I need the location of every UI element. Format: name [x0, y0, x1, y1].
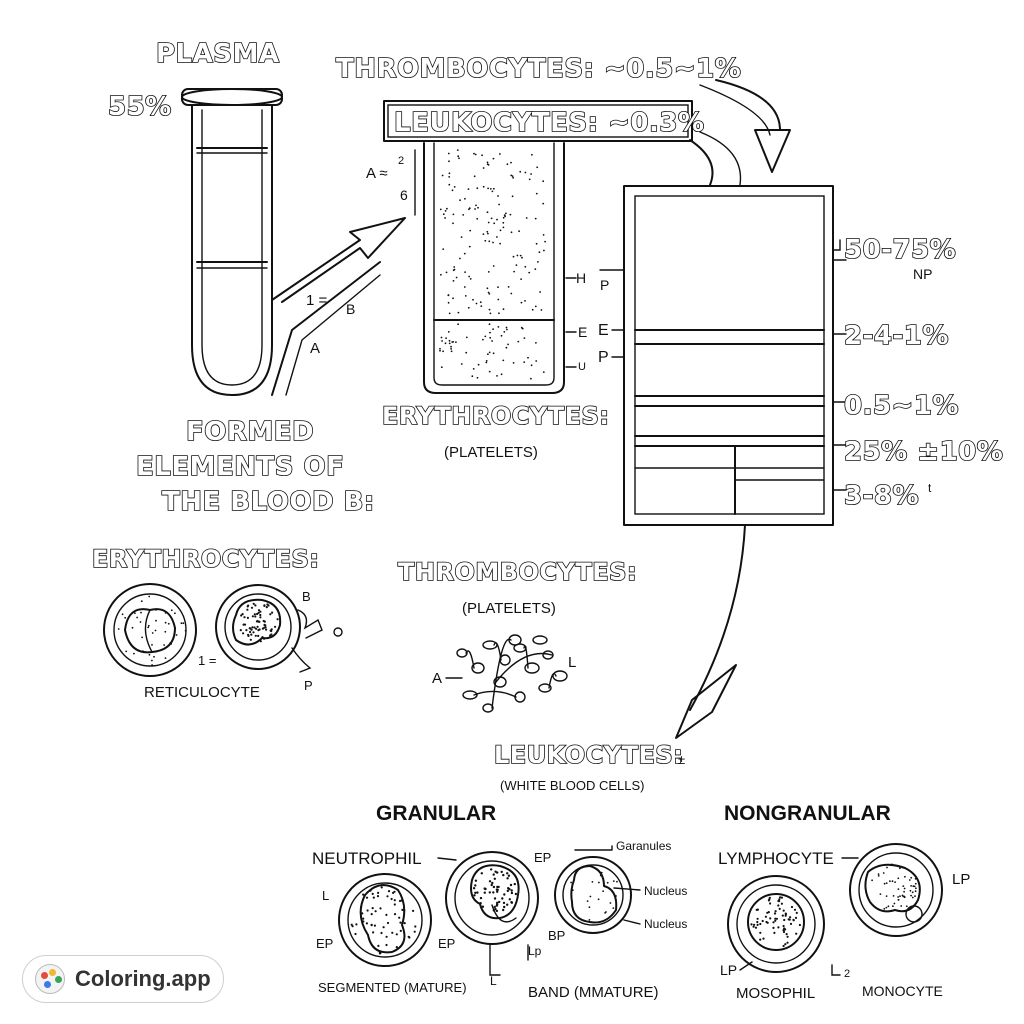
- erythrocyte-label-1: 1 =: [198, 653, 216, 668]
- leader-line: [574, 845, 613, 851]
- mosophil-label: MOSOPHIL: [736, 985, 815, 1002]
- erythrocyte-label-b: B: [302, 589, 311, 604]
- blood-cell-icon: [727, 843, 943, 973]
- palette-icon: [35, 964, 65, 994]
- leader-line: [739, 961, 753, 971]
- tube-side-num: 2: [398, 155, 404, 167]
- formed-elements-line-3: THE BLOOD B:: [162, 487, 375, 517]
- num-mark: 2: [844, 968, 850, 980]
- leader-line: [489, 944, 529, 976]
- nucleus-label-1: Nucleus: [644, 884, 687, 898]
- garanules-label: Garanules: [616, 839, 671, 853]
- platelets-low-label: (PLATELETS): [462, 600, 556, 617]
- formed-elements-line-2: ELEMENTS OF: [136, 452, 344, 482]
- platelet-cluster: [456, 634, 568, 713]
- pct-monocytes: 3-8%: [844, 481, 919, 511]
- beaker-label-u: U: [578, 361, 586, 373]
- arrow-icon: [271, 217, 406, 396]
- beaker-label-e: E: [598, 322, 609, 339]
- tube-side-label-b: 6: [400, 187, 408, 203]
- blood-cell-icon: [338, 851, 632, 967]
- pct-basophils: 0.5~1%: [844, 391, 959, 421]
- connector-line: [699, 131, 742, 186]
- neutrophil-label: NEUTROPHIL: [312, 849, 422, 868]
- nongranular-heading: NONGRANULAR: [724, 802, 891, 825]
- table-brackets: [832, 239, 847, 491]
- segmented-mark: L: [322, 888, 329, 903]
- beaker-particles: [439, 149, 546, 380]
- erythrocytes-low-title: ERYTHROCYTES:: [92, 545, 319, 573]
- white-blood-cells-label: (WHITE BLOOD CELLS): [500, 778, 644, 793]
- segmented-label: SEGMENTED (MATURE): [318, 980, 467, 995]
- composition-table: [623, 185, 834, 526]
- lp-label-1: LP: [952, 871, 970, 888]
- leukocytes-top-title: LEUKOCYTES: ~0.3%: [394, 108, 705, 138]
- granule-speckles: [350, 868, 618, 955]
- lp-mark: Lp: [528, 944, 542, 958]
- test-tube-icon: [181, 88, 283, 396]
- plasma-title: PLASMA: [156, 39, 279, 69]
- erythrocytes-mid-title: ERYTHROCYTES:: [382, 402, 609, 430]
- leukocytes-low-mark: ±: [678, 752, 685, 767]
- arrow-icon: [675, 524, 746, 739]
- leader-line: [623, 919, 641, 925]
- formed-elements-line-1: FORMED: [186, 417, 314, 447]
- reticulocyte-label: RETICULOCYTE: [144, 684, 260, 701]
- pct-lymphocytes: 25% ±10%: [844, 437, 1003, 467]
- leukocytes-low-title: LEUKOCYTES:: [494, 741, 683, 769]
- arrow-label-a: A: [310, 340, 320, 357]
- blood-cell-icon: [103, 583, 343, 677]
- arrow-label-1: 1 =: [306, 292, 328, 309]
- pct-neutrophils-sub: NP: [913, 266, 932, 282]
- thrombocyte-label-l: L: [568, 654, 576, 671]
- plasma-percent: 55%: [108, 92, 172, 122]
- leader-line: [831, 964, 841, 976]
- bp-label: BP: [548, 928, 565, 943]
- thrombocytes-top-title: THROMBOCYTES: ~0.5~1%: [336, 54, 741, 84]
- beaker-label-p2: P: [598, 349, 609, 366]
- ep-label-2: EP: [438, 936, 455, 951]
- granular-heading: GRANULAR: [376, 802, 496, 825]
- lp-label-2: LP: [720, 962, 737, 978]
- pct-eosinophils: 2-4-1%: [844, 321, 949, 351]
- ep-label-1: EP: [316, 936, 333, 951]
- platelets-mid-label: (PLATELETS): [444, 444, 538, 461]
- lymphocyte-label: LYMPHOCYTE: [718, 849, 834, 868]
- beaker-label-h: H: [576, 270, 586, 286]
- l-mark: L: [490, 974, 497, 988]
- leukocytes-label-box: [383, 100, 693, 142]
- beaker-icon: [423, 142, 565, 394]
- pct-monocytes-mark: t: [928, 481, 932, 495]
- beaker-label-e-small: E: [578, 324, 587, 340]
- arrow-label-b: B: [346, 301, 355, 317]
- connector-line: [689, 139, 714, 186]
- arrow-icon: [699, 79, 791, 173]
- thrombocyte-label-a: A: [432, 670, 442, 687]
- cell-speckles: [117, 595, 279, 666]
- pct-neutrophils: 50-75%: [844, 235, 956, 265]
- beaker-label-p1: P: [600, 277, 609, 293]
- leader-line: [437, 857, 457, 861]
- band-label: BAND (MMATURE): [528, 984, 659, 1001]
- badge-text: Coloring.app: [75, 966, 211, 991]
- cell-speckles: [750, 863, 917, 948]
- erythrocyte-label-p: P: [304, 678, 313, 693]
- coloring-app-badge[interactable]: Coloring.app: [22, 955, 224, 1003]
- nucleus-label-2: Nucleus: [644, 917, 687, 931]
- ep-label-3: EP: [534, 850, 551, 865]
- tube-side-label-a: A ≈: [366, 165, 388, 182]
- leader-line: [613, 887, 641, 891]
- thrombocytes-low-title: THROMBOCYTES:: [398, 558, 637, 586]
- monocyte-label: MONOCYTE: [862, 983, 943, 999]
